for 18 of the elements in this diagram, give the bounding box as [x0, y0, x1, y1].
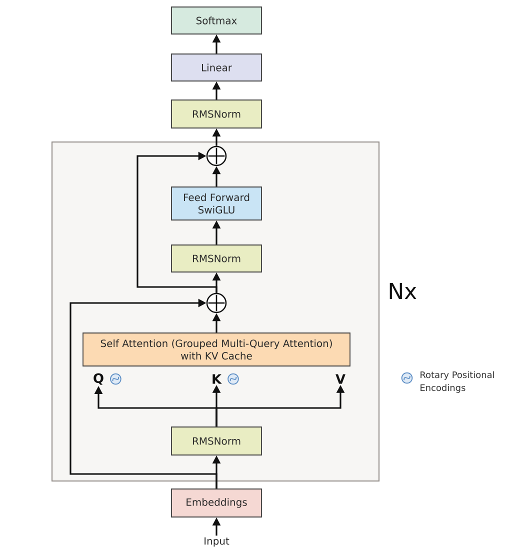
- layer-box: Linear: [171, 54, 262, 82]
- plus-circle: [206, 292, 227, 314]
- plus-circle: [206, 146, 227, 166]
- letter-label: V: [336, 374, 346, 384]
- letter-label: Q: [94, 373, 104, 385]
- layer-box: RMSNorm: [171, 244, 262, 272]
- layer-box: RMSNorm: [171, 426, 262, 456]
- layer-box: Softmax: [171, 6, 262, 34]
- legend-text: Rotary Positional Encodings: [420, 371, 494, 393]
- layer-box: RMSNorm: [171, 100, 262, 128]
- layer-box: Embeddings: [171, 488, 262, 518]
- arrow: [70, 298, 218, 489]
- letter-label: K: [212, 374, 222, 384]
- repeat-label: Nx: [390, 283, 416, 299]
- layer-box: Feed Forward SwiGLU: [171, 186, 262, 220]
- layer-box: Self Attention (Grouped Multi-Query Attention) with KV Cache: [82, 332, 350, 366]
- input-label: Input: [204, 537, 230, 547]
- arrow: [136, 152, 218, 293]
